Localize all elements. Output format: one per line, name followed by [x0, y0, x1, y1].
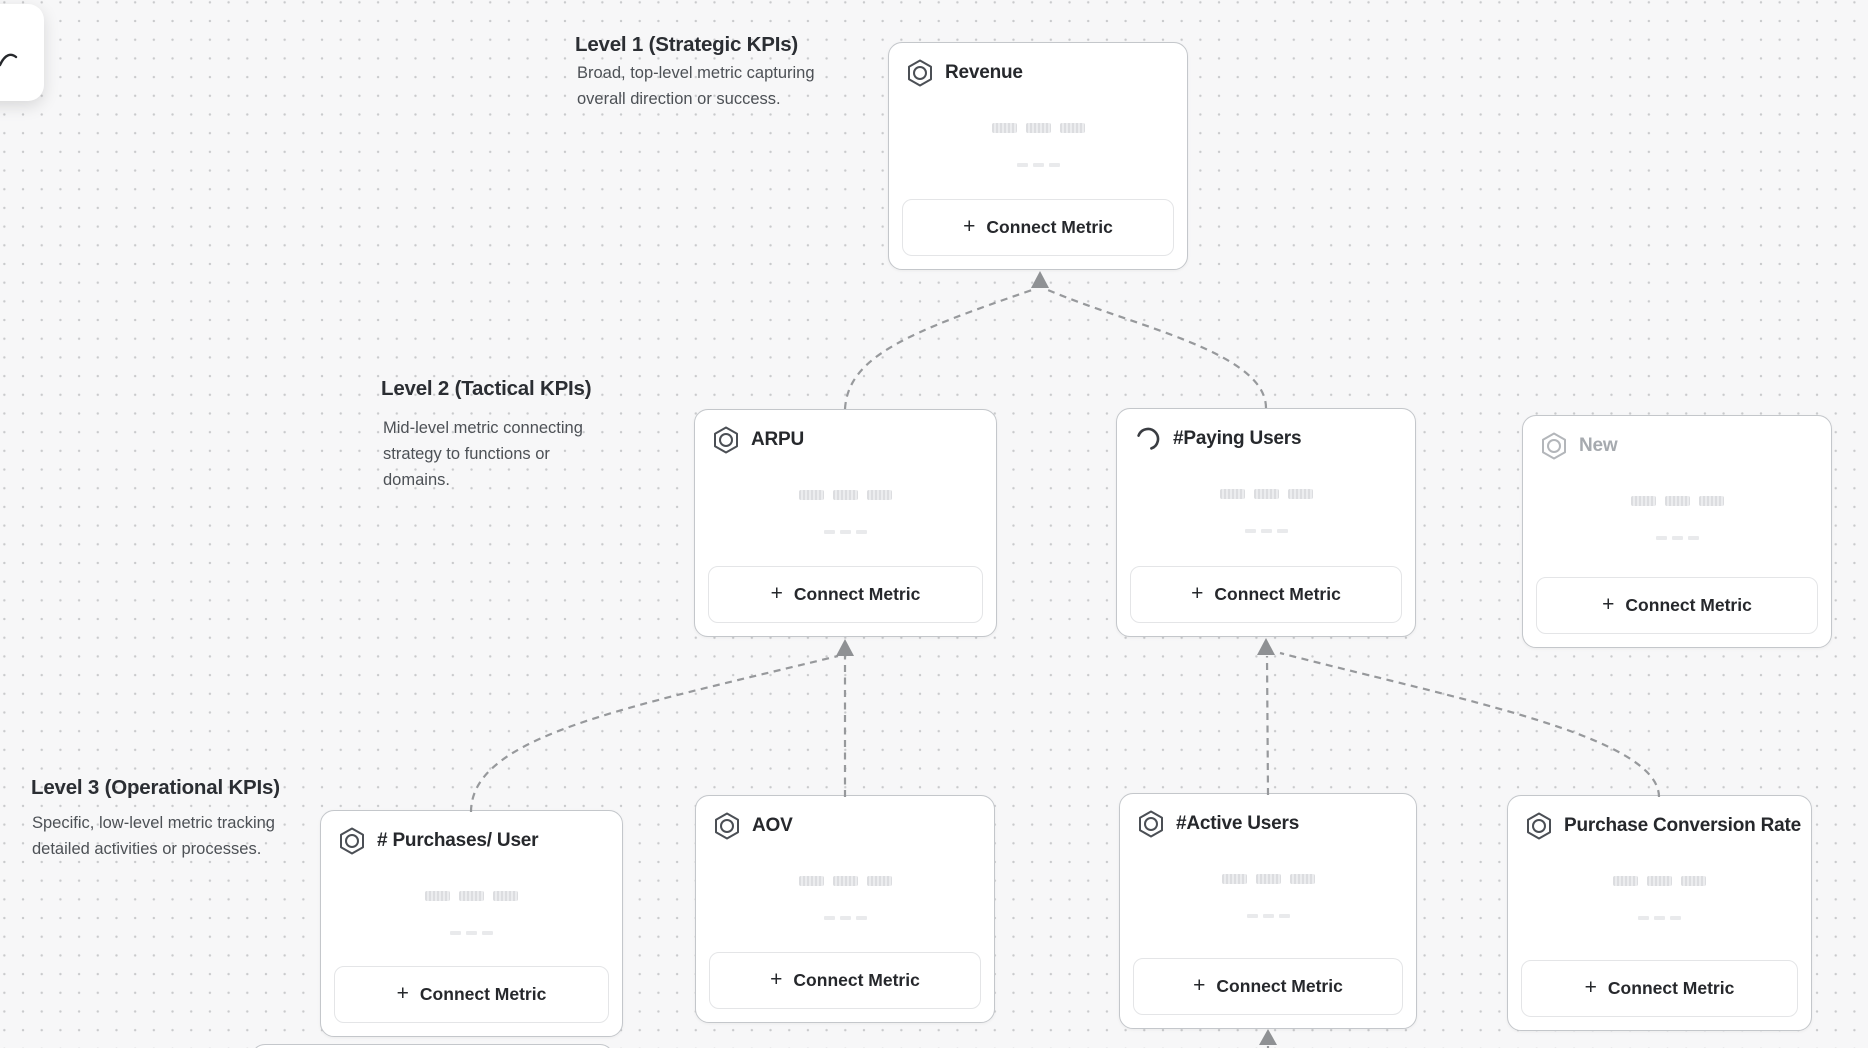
connect-metric-button[interactable]: + Connect Metric: [1536, 577, 1818, 634]
hexagon-metric-icon: [338, 827, 365, 855]
connector-paying-users-to-revenue: [1047, 288, 1268, 409]
connector-arpu-to-revenue: [843, 288, 1033, 410]
plus-icon: +: [1191, 582, 1204, 605]
connector-active-users-to-paying-users: [1265, 655, 1270, 796]
metric-card-title: # Purchases/ User: [377, 830, 539, 851]
connect-metric-label: Connect Metric: [1625, 595, 1752, 615]
metric-placeholder: [1523, 536, 1831, 540]
level-3-heading: Level 3 (Operational KPIs): [31, 776, 280, 799]
level-2-description: Mid-level metric connecting strategy to …: [383, 419, 583, 489]
metric-card-aov[interactable]: AOV + Connect Metric: [695, 795, 995, 1023]
metric-placeholder: [889, 163, 1187, 167]
metric-card-paying-users[interactable]: #Paying Users + Connect Metric: [1116, 408, 1416, 637]
connect-metric-label: Connect Metric: [1607, 978, 1735, 998]
connect-metric-button[interactable]: + Connect Metric: [902, 199, 1174, 256]
connector-purchases-to-arpu: [469, 654, 839, 813]
arrowhead-into-revenue: [1031, 271, 1049, 288]
connect-metric-label: Connect Metric: [986, 217, 1113, 237]
connect-metric-button[interactable]: + Connect Metric: [1521, 960, 1798, 1017]
connect-metric-button[interactable]: + Connect Metric: [1133, 958, 1403, 1015]
connect-metric-label: Connect Metric: [793, 970, 920, 990]
metric-card-revenue[interactable]: Revenue + Connect Metric: [888, 42, 1188, 270]
metric-placeholder: [889, 123, 1187, 133]
connect-metric-button[interactable]: + Connect Metric: [334, 966, 609, 1023]
metric-placeholder: [696, 876, 994, 886]
metric-card-title: AOV: [752, 815, 793, 836]
connect-metric-button[interactable]: + Connect Metric: [708, 566, 983, 623]
level-3-description: Specific, low-level metric tracking deta…: [32, 814, 275, 858]
level-1-description: Broad, top-level metric capturing overal…: [577, 64, 815, 108]
hexagon-metric-icon: [1540, 432, 1567, 460]
hexagon-metric-icon: [1525, 812, 1552, 840]
metric-placeholder: [1117, 489, 1415, 499]
metric-card-purchase-conversion-rate[interactable]: Purchase Conversion Rate + Connect Metri…: [1507, 795, 1812, 1031]
hexagon-metric-icon: [712, 426, 739, 454]
metric-placeholder: [1508, 916, 1811, 920]
plus-icon: +: [396, 982, 409, 1005]
metric-card-purchases-per-user[interactable]: # Purchases/ User + Connect Metric: [320, 810, 623, 1037]
plus-icon: +: [770, 582, 783, 605]
metric-placeholder: [695, 490, 996, 500]
metric-card-title: Purchase Conversion Rate: [1564, 815, 1802, 836]
metric-placeholder: [1508, 876, 1811, 886]
plus-icon: +: [1193, 974, 1206, 997]
toolbar-flyout-panel[interactable]: [0, 4, 44, 101]
metric-placeholder: [1117, 529, 1415, 533]
metric-placeholder: [321, 931, 622, 935]
hexagon-metric-icon: [713, 812, 740, 840]
connect-metric-label: Connect Metric: [1214, 584, 1341, 604]
metric-card-new[interactable]: New + Connect Metric: [1522, 415, 1832, 648]
metric-card-active-users[interactable]: #Active Users + Connect Metric: [1119, 793, 1417, 1029]
arrowhead-into-arpu: [836, 639, 854, 656]
connect-metric-button[interactable]: + Connect Metric: [709, 952, 981, 1009]
metric-card-title: Revenue: [945, 62, 1023, 83]
metric-card-partial-offscreen[interactable]: [251, 1044, 614, 1048]
level-1-heading: Level 1 (Strategic KPIs): [575, 33, 799, 56]
pen-stroke-icon: [0, 53, 18, 67]
metric-card-title: #Paying Users: [1173, 428, 1302, 449]
metric-card-arpu[interactable]: ARPU + Connect Metric: [694, 409, 997, 637]
connector-pcr-to-paying-users: [1279, 651, 1661, 798]
metric-placeholder: [321, 891, 622, 901]
metric-placeholder: [1523, 496, 1831, 506]
arrowhead-into-active-users: [1259, 1029, 1277, 1045]
connect-metric-button[interactable]: + Connect Metric: [1130, 566, 1402, 623]
metric-card-title: #Active Users: [1176, 813, 1300, 834]
hexagon-metric-icon: [906, 59, 933, 87]
metric-placeholder: [695, 530, 996, 534]
metric-card-title: New: [1579, 435, 1618, 456]
connect-metric-label: Connect Metric: [1216, 976, 1343, 996]
metric-placeholder: [1120, 874, 1416, 884]
arrowhead-into-paying-users: [1257, 638, 1275, 655]
level-2-heading: Level 2 (Tactical KPIs): [381, 377, 592, 400]
metric-placeholder: [696, 916, 994, 920]
hexagon-metric-icon: [1137, 810, 1164, 838]
connect-metric-label: Connect Metric: [419, 984, 547, 1004]
spinner-icon: [1134, 425, 1161, 453]
plus-icon: +: [770, 968, 783, 991]
plus-icon: +: [1584, 976, 1597, 999]
metric-placeholder: [1120, 914, 1416, 918]
plus-icon: +: [963, 215, 976, 238]
plus-icon: +: [1602, 593, 1615, 616]
connect-metric-label: Connect Metric: [793, 584, 921, 604]
metric-card-title: ARPU: [751, 429, 805, 450]
